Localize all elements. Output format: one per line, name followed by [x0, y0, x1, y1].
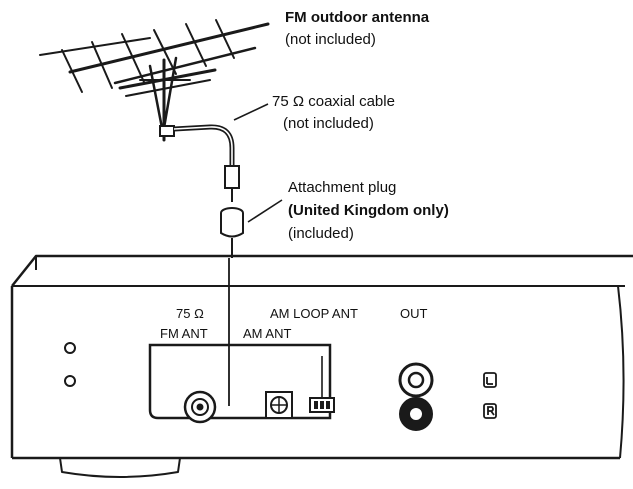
fm-ant-label: FM ANT [160, 326, 208, 341]
out-label: OUT [400, 306, 428, 321]
plug-note: (included) [288, 225, 354, 242]
leader-lines [233, 103, 283, 223]
plug-region: (United Kingdom only) [288, 202, 449, 219]
am-loop-ant-label: AM LOOP ANT [270, 306, 358, 321]
am-ant-jack-icon[interactable] [265, 391, 293, 419]
cable-leader-line [233, 103, 269, 121]
plug-label: Attachment plug [288, 179, 396, 196]
attachment-plug-icon [220, 207, 244, 406]
am-loop-terminal-icon[interactable] [309, 356, 335, 413]
antenna-note: (not included) [285, 31, 376, 48]
fm-ant-socket-icon[interactable] [183, 390, 217, 424]
channel-markers [483, 372, 497, 419]
plug-leader-line [247, 199, 283, 223]
left-channel-marker-icon [483, 372, 497, 388]
out-jack-upper-icon[interactable] [398, 362, 434, 398]
out-jacks [398, 362, 434, 431]
am-ant-label: AM ANT [243, 326, 291, 341]
fm-antenna-icon [39, 19, 270, 142]
antenna-title: FM outdoor antenna [285, 9, 430, 26]
screw-hole-icon [64, 375, 76, 387]
fm-impedance-label: 75 Ω [176, 306, 204, 321]
coaxial-cable-icon [173, 124, 240, 202]
out-jack-lower-icon[interactable] [399, 397, 433, 431]
cable-note: (not included) [283, 115, 374, 132]
cable-label: 75 Ω coaxial cable [272, 93, 395, 110]
tuner-chassis [10, 254, 633, 478]
antenna-terminal-plate [148, 343, 335, 424]
right-channel-marker-icon [483, 403, 497, 419]
screw-hole-icon [64, 342, 76, 354]
